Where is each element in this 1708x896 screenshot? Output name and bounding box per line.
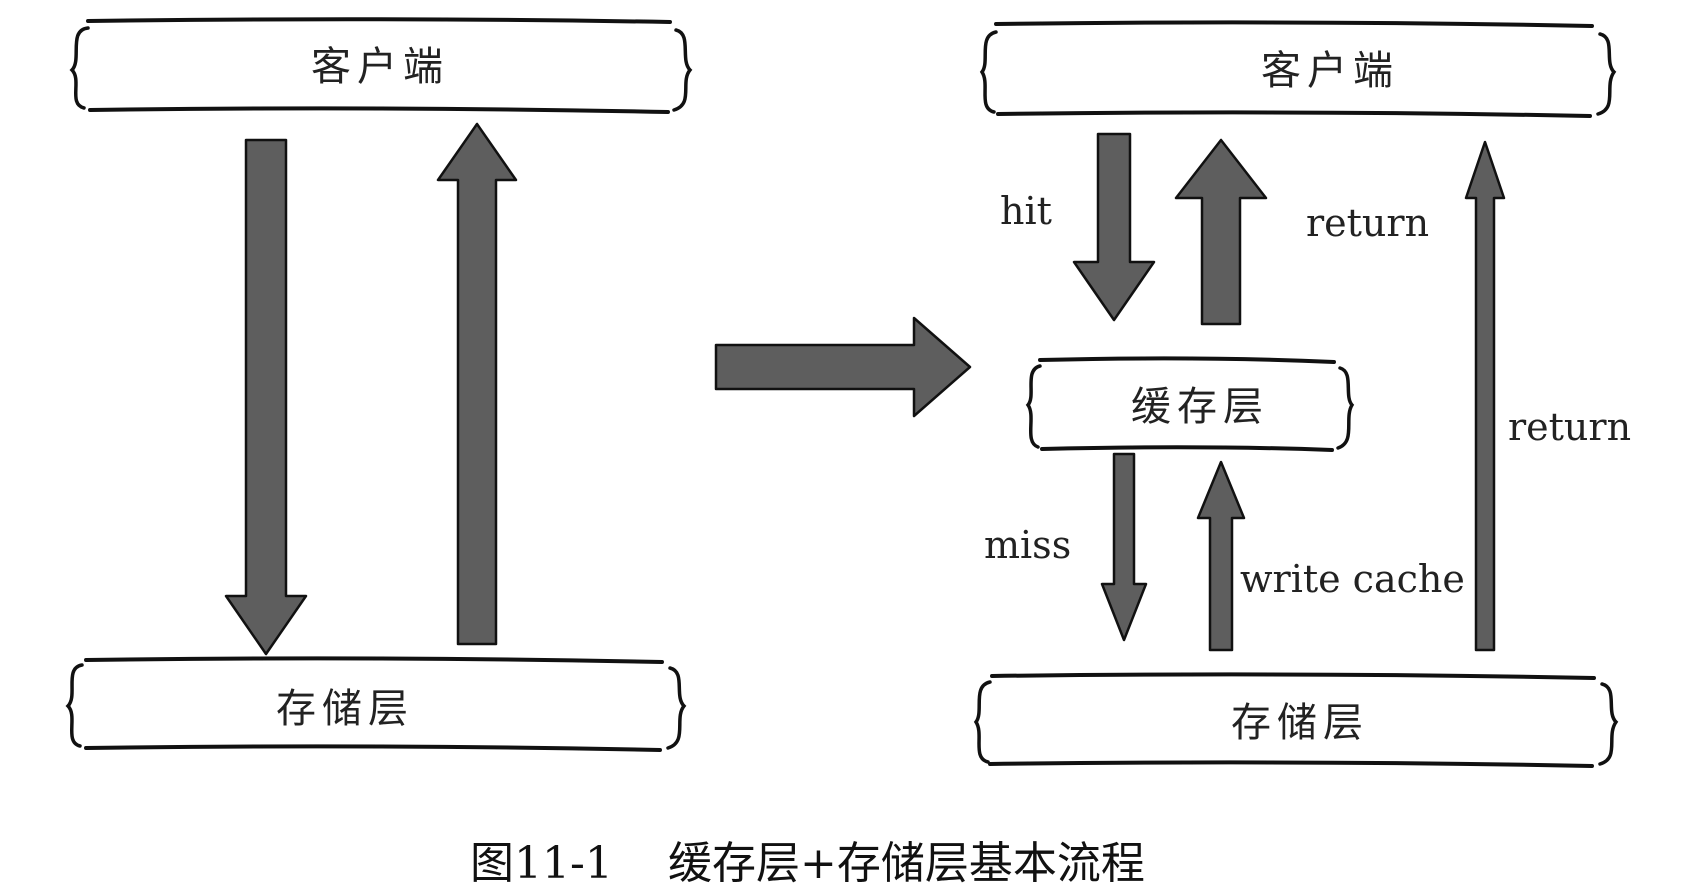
return-right-arrow [1464, 140, 1506, 652]
return-top-label: return [1306, 201, 1429, 245]
write-cache-arrow [1196, 460, 1246, 652]
left-client-box: 客户端 [69, 17, 693, 114]
right-cache-box: 缓存层 [1025, 356, 1355, 452]
left-down-arrow [224, 138, 308, 656]
right-client-label: 客户端 [1261, 48, 1399, 94]
miss-label: miss [984, 523, 1071, 567]
miss-arrow [1100, 452, 1148, 642]
write-cache-label: write cache [1240, 557, 1465, 601]
return-top-arrow [1174, 138, 1268, 326]
left-storage-label: 存储层 [276, 686, 414, 732]
right-client-box: 客户端 [979, 20, 1617, 118]
hit-arrow [1072, 132, 1156, 322]
figure-number: 图11-1 [470, 838, 613, 889]
right-cache-label: 缓存层 [1131, 384, 1269, 430]
figure-title: 缓存层+存储层基本流程 [668, 838, 1145, 889]
left-up-arrow [436, 122, 518, 646]
hit-label: hit [1000, 189, 1052, 233]
return-right-label: return [1508, 405, 1631, 449]
left-client-label: 客户端 [311, 44, 449, 90]
right-storage-box: 存储层 [973, 672, 1619, 768]
right-storage-label: 存储层 [1231, 700, 1369, 746]
transition-arrow [714, 316, 972, 418]
left-storage-box: 存储层 [65, 656, 687, 752]
